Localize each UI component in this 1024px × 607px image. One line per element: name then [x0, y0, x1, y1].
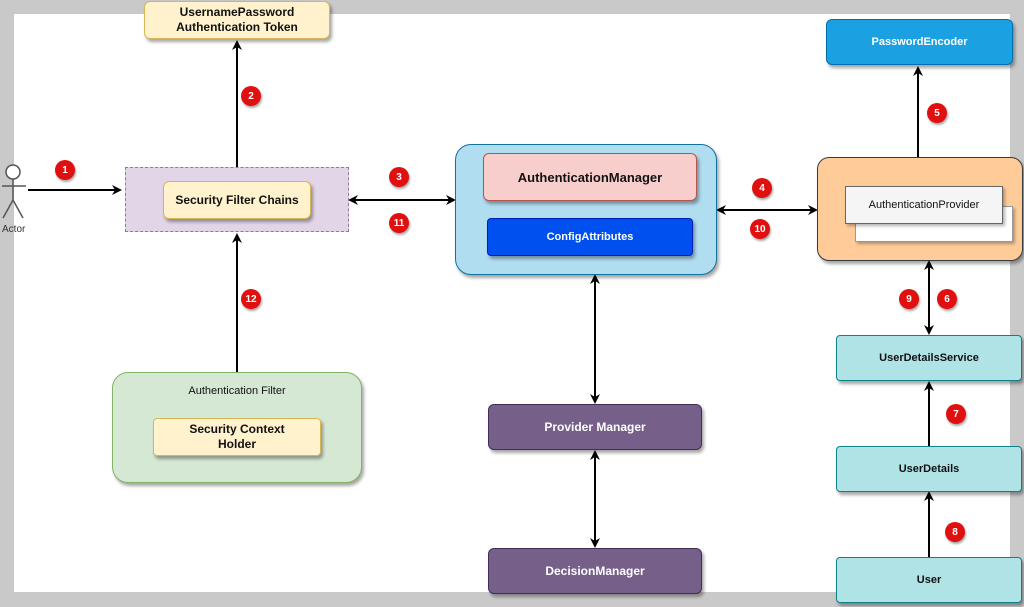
step-badge-10: 10 — [750, 219, 770, 239]
config-attributes-label: ConfigAttributes — [546, 230, 634, 243]
step-badge-6: 6 — [937, 289, 957, 309]
authentication-filter-label: Authentication Filter — [188, 385, 286, 397]
provider-manager-label: Provider Manager — [544, 419, 646, 434]
user-details-node[interactable]: UserDetails — [836, 446, 1022, 492]
step-badge-12: 12 — [241, 289, 261, 309]
security-filter-chains-node[interactable]: Security Filter Chains — [163, 181, 311, 219]
password-encoder-node[interactable]: PasswordEncoder — [826, 19, 1013, 65]
authentication-manager-node[interactable]: AuthenticationManager — [483, 153, 697, 201]
step-badge-4: 4 — [752, 178, 772, 198]
authentication-provider-label: AuthenticationProvider — [868, 198, 980, 211]
authentication-provider-node[interactable]: AuthenticationProvider — [845, 186, 1003, 224]
step-badge-5: 5 — [927, 103, 947, 123]
user-node[interactable]: User — [836, 557, 1022, 603]
actor-figure — [2, 164, 26, 219]
step-badge-9: 9 — [899, 289, 919, 309]
security-context-holder-node[interactable]: Security Context Holder — [153, 418, 321, 456]
diagram-canvas — [14, 14, 1010, 592]
password-encoder-label: PasswordEncoder — [871, 35, 968, 48]
token-label: UsernamePassword Authentication Token — [176, 5, 298, 34]
token-node[interactable]: UsernamePassword Authentication Token — [144, 1, 330, 39]
decision-manager-label: DecisionManager — [545, 563, 645, 578]
authentication-manager-label: AuthenticationManager — [517, 169, 663, 185]
decision-manager-node[interactable]: DecisionManager — [488, 548, 702, 594]
step-badge-3: 3 — [389, 167, 409, 187]
actor-label: Actor — [2, 224, 26, 235]
security-filter-chains-label: Security Filter Chains — [175, 192, 299, 207]
user-details-label: UserDetails — [898, 462, 960, 475]
step-badge-8: 8 — [945, 522, 965, 542]
step-badge-11: 11 — [389, 213, 409, 233]
user-label: User — [916, 573, 942, 586]
provider-manager-node[interactable]: Provider Manager — [488, 404, 702, 450]
step-badge-7: 7 — [946, 404, 966, 424]
step-badge-2: 2 — [241, 86, 261, 106]
security-context-holder-label: Security Context Holder — [189, 422, 285, 451]
user-details-service-label: UserDetailsService — [879, 351, 979, 364]
step-badge-1: 1 — [55, 160, 75, 180]
config-attributes-node[interactable]: ConfigAttributes — [487, 218, 693, 256]
user-details-service-node[interactable]: UserDetailsService — [836, 335, 1022, 381]
